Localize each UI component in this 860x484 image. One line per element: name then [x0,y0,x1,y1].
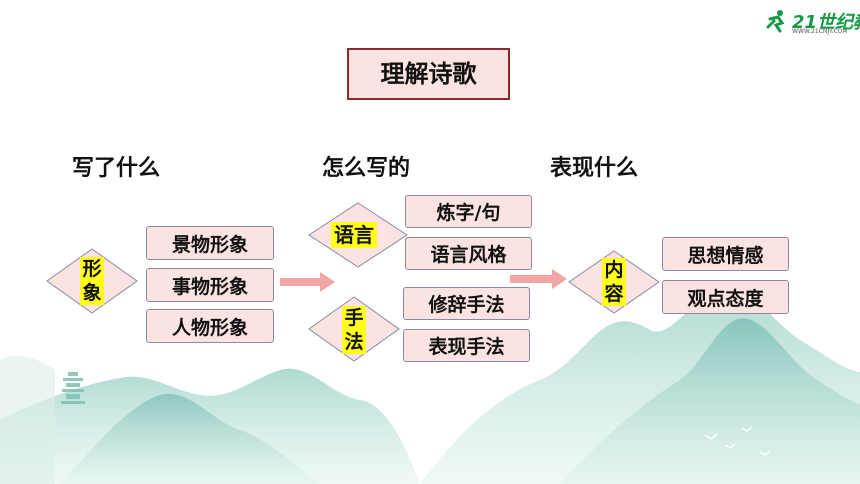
heading-meaning: 表现什么 [550,156,639,181]
left-item-1: 事物形象 [146,268,274,302]
logo-url: WWW.21CNJY.COM [792,28,848,35]
runner-logo-icon [766,10,785,33]
left-item-0: 景物形象 [146,226,274,260]
left-item-2: 人物形象 [146,309,274,343]
right-item-1: 观点态度 [662,280,789,314]
heading-what: 写了什么 [72,156,161,181]
left-diamond-label: 形象 [80,257,104,305]
right-diamond-label: 内容 [602,258,626,306]
title-box [347,48,510,100]
heading-how: 怎么写的 [322,156,411,181]
arrow-1-icon [280,272,335,292]
logo-text: 21世纪教育 [792,12,860,33]
middle-diamond-1-label: 语言 [331,222,377,248]
page-title: 理解诗歌 [380,60,477,88]
middle-2-item-1: 表现手法 [403,329,530,362]
middle-diamond-2-label: 手法 [342,306,366,354]
middle-2-item-0: 修辞手法 [403,287,530,320]
arrow-2-icon [510,269,567,289]
right-item-0: 思想情感 [662,237,789,271]
middle-1-item-1: 语言风格 [405,237,532,270]
middle-1-item-0: 炼字/句 [405,195,532,228]
